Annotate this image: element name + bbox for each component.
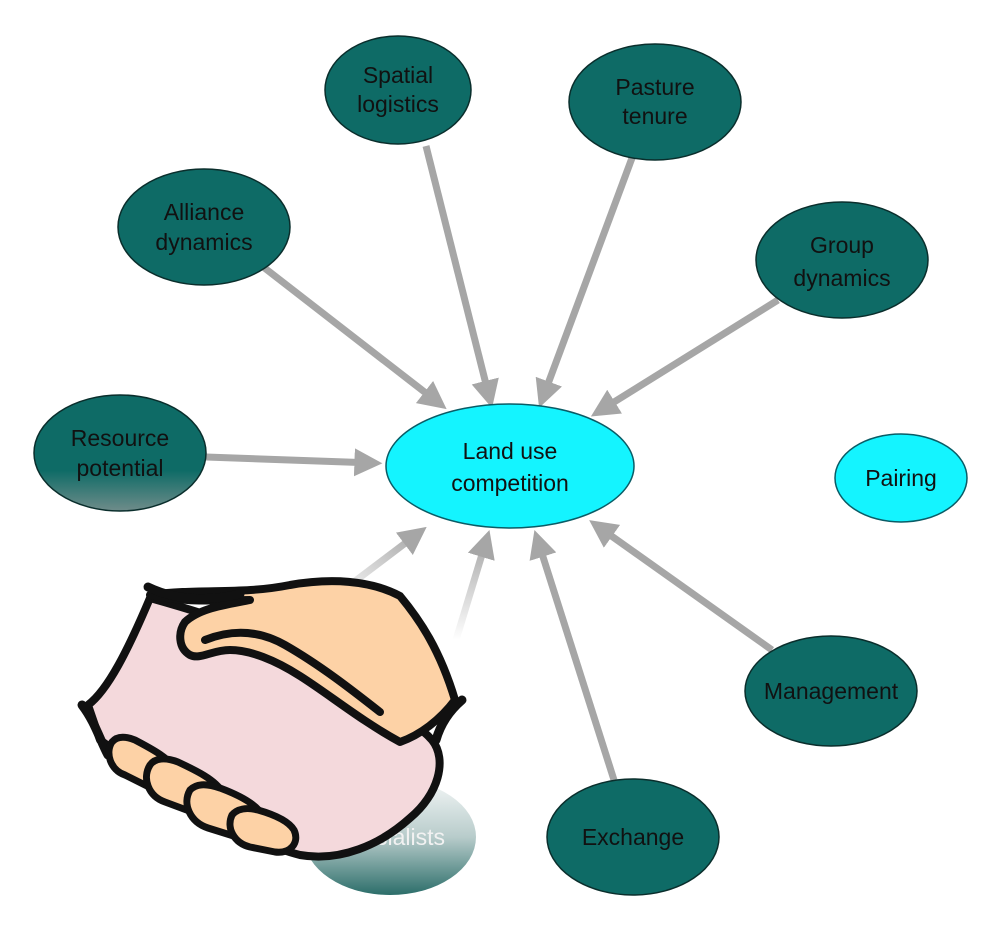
arrow-resource-potential [205,448,383,477]
handshake-thumb-line [201,628,384,716]
node-resource-potential-shape [33,394,207,512]
arrow-group-dynamics [590,297,780,417]
node-management: Management [744,635,918,747]
node-alliance-dynamics-line1: Alliance [164,199,245,225]
node-pasture-tenure-line1: Pasture [615,74,694,100]
node-resource-potential-line2: potential [77,455,164,481]
node-group-dynamics-line1: Group [810,232,874,258]
node-land-use-competition-shape [385,403,635,529]
node-pairing-label: Pairing [865,465,937,491]
handshake-peach-hand [146,577,459,746]
node-exchange-label: Exchange [582,824,684,850]
node-spatial-logistics-line1: Spatial [363,62,433,88]
node-land-use-competition-line2: competition [451,470,569,496]
arrow-specialists-right [452,529,495,642]
handshake-upper-cuff [143,582,245,604]
arrow-pasture-tenure [535,156,636,408]
arrow-exchange [529,529,618,782]
node-alliance-dynamics: Alliance dynamics [117,168,291,286]
arrows [205,145,780,782]
node-group-dynamics-line2: dynamics [793,265,890,291]
arrow-alliance-dynamics [259,263,447,410]
node-land-use-competition: Land use competition [385,403,635,529]
node-pairing-shape [834,433,968,523]
node-resource-potential-line1: Resource [71,425,169,451]
node-exchange: Exchange [546,778,720,896]
node-alliance-dynamics-shape [117,168,291,286]
arrow-spatial-logistics [422,145,499,409]
handshake-finger-4 [226,805,300,856]
arrow-management [589,520,775,653]
node-management-shape [744,635,918,747]
node-pairing: Pairing [834,433,968,523]
node-land-use-competition-line1: Land use [463,438,558,464]
node-pasture-tenure-line2: tenure [622,103,687,129]
handshake-icon [77,577,467,861]
node-pasture-tenure-shape [568,43,742,161]
node-group-dynamics: Group dynamics [755,201,929,319]
node-spatial-logistics-shape [324,35,472,145]
node-pasture-tenure: Pasture tenure [568,43,742,161]
node-resource-potential: Resource potential [33,394,207,512]
handshake-right-cuff [431,695,467,745]
node-spatial-logistics: Spatial logistics [324,35,472,145]
node-alliance-dynamics-line2: dynamics [155,229,252,255]
node-management-label: Management [764,678,899,704]
node-group-dynamics-shape [755,201,929,319]
node-spatial-logistics-line2: logistics [357,91,439,117]
node-exchange-shape [546,778,720,896]
